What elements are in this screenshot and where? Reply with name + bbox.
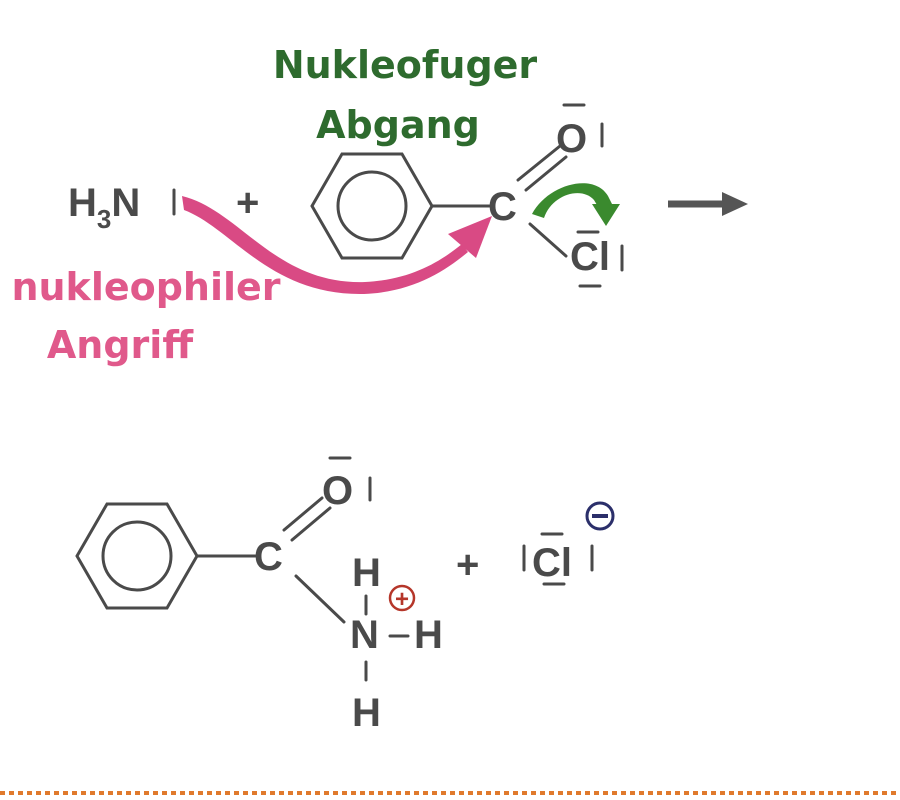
product-double-bond-b <box>290 506 332 542</box>
carbonyl-double-bond-b <box>524 155 568 192</box>
ammonium-amide-product: C O N H H H + <box>75 456 443 735</box>
chloride-atom: Cl <box>532 541 572 585</box>
reaction-arrow <box>668 192 748 216</box>
leaving-group-label-line1: Nukleofuger <box>273 43 538 87</box>
nucleophilic-attack-label-line1: nukleophiler <box>11 265 280 309</box>
positive-charge-sign: + <box>395 586 409 613</box>
leaving-group-arrow <box>532 183 614 218</box>
leaving-group-label-line2: Abgang <box>316 103 480 147</box>
ammonia-h-atom: H <box>68 181 97 225</box>
product-plus-sign: + <box>456 543 479 587</box>
hydrogen-top: H <box>352 551 381 595</box>
carbonyl-carbon-product: C <box>254 535 283 579</box>
chlorine-reactant: Cl <box>570 235 610 279</box>
nucleophilic-attack-label-line2: Angriff <box>47 323 194 367</box>
benzene-inner-circle-product <box>101 520 173 592</box>
negative-charge-circle <box>585 501 615 531</box>
carbon-chlorine-bond <box>528 222 568 258</box>
nucleophilic-attack-arrowhead <box>448 216 492 258</box>
oxygen-reactant: O <box>556 117 587 161</box>
oxygen-product: O <box>322 469 353 513</box>
product-double-bond-a <box>282 496 324 532</box>
benzene-inner-circle-reactant <box>336 170 408 242</box>
ammonia-n-atom: N <box>111 181 140 225</box>
leaving-group-arrowhead <box>592 204 620 226</box>
nucleophilic-attack-arrow <box>182 196 468 295</box>
benzoyl-chloride-molecule: C O Cl <box>310 103 624 288</box>
positive-charge-circle <box>388 584 416 612</box>
hydrogen-right: H <box>414 613 443 657</box>
benzene-ring-reactant <box>310 152 434 260</box>
benzene-ring-product <box>75 502 199 610</box>
carbon-nitrogen-bond <box>294 574 346 624</box>
reactant-plus-sign: + <box>236 181 259 225</box>
svg-text:H3N: H3N <box>68 181 140 234</box>
carbonyl-carbon-reactant: C <box>488 185 517 229</box>
ammonia-molecule: H3N <box>68 181 176 234</box>
nitrogen-product: N <box>350 613 379 657</box>
chloride-ion: Cl <box>522 501 615 586</box>
ammonia-subscript: 3 <box>97 204 111 234</box>
hydrogen-bottom: H <box>352 691 381 735</box>
carbonyl-double-bond-a <box>516 144 562 182</box>
